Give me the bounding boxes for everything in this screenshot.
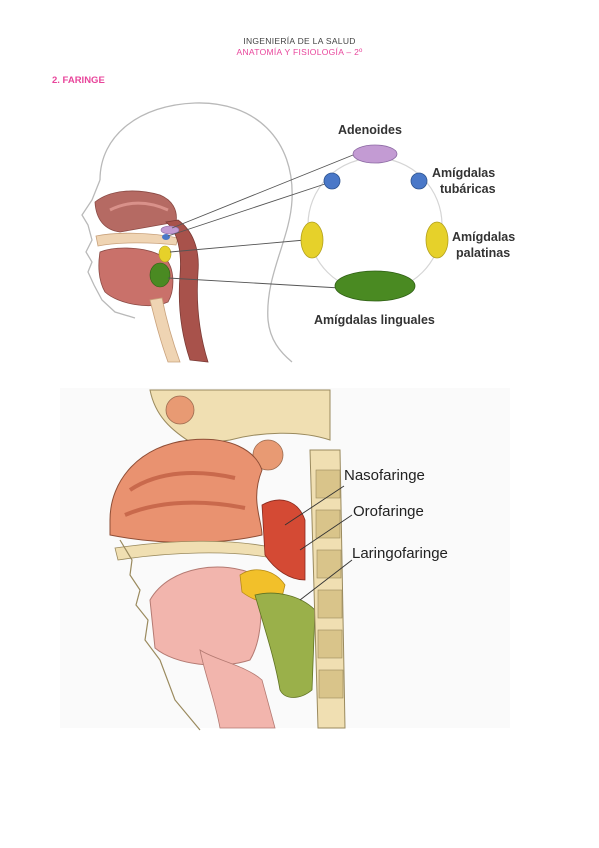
label-linguales: Amígdalas linguales <box>314 313 435 327</box>
nasal-cavity <box>94 190 177 233</box>
header-course: ANATOMÍA Y FISIOLOGÍA – 2º <box>236 47 363 57</box>
label-tubaricas-1: Amígdalas <box>432 166 495 180</box>
label-laringofaringe: Laringofaringe <box>352 545 448 562</box>
laryngopharynx-region <box>254 592 316 698</box>
adenoides-shape <box>352 144 398 164</box>
face-profile <box>81 179 136 319</box>
tubarica-right-shape <box>410 172 428 190</box>
adenoid-on-head <box>160 225 180 235</box>
skull-bone <box>149 389 331 446</box>
palatina-right-shape <box>425 221 449 259</box>
header-institution: INGENIERÍA DE LA SALUD <box>243 36 356 46</box>
palatina-left-shape <box>300 221 324 259</box>
section-title: 2. FARINGE <box>52 75 105 86</box>
pharynx-column <box>165 219 209 363</box>
label-palatinas-2: palatinas <box>456 246 510 260</box>
head-outline <box>99 102 293 363</box>
nasopharynx-region <box>261 499 306 581</box>
label-tubaricas-2: tubáricas <box>440 182 496 196</box>
label-palatinas-1: Amígdalas <box>452 230 515 244</box>
label-adenoides: Adenoides <box>338 123 402 137</box>
face-profile-2 <box>119 539 201 731</box>
tubarica-left-shape <box>323 172 341 190</box>
tongue <box>98 247 174 307</box>
palate <box>95 232 179 247</box>
label-orofaringe: Orofaringe <box>353 503 424 520</box>
spine <box>149 297 181 363</box>
palatine-on-head <box>158 245 172 263</box>
figure-tonsils: Adenoides Amígdalas tubáricas Amígdalas … <box>81 102 515 363</box>
label-nasofaringe: Nasofaringe <box>344 467 425 484</box>
tubaric-on-head <box>162 234 170 240</box>
neck-tissue <box>199 649 276 729</box>
lingual-shape <box>334 270 416 302</box>
tongue-region <box>149 566 262 666</box>
figure-pharynx-regions: Nasofaringe Orofaringe Laringofaringe <box>60 388 510 731</box>
lingual-on-head <box>149 262 171 288</box>
